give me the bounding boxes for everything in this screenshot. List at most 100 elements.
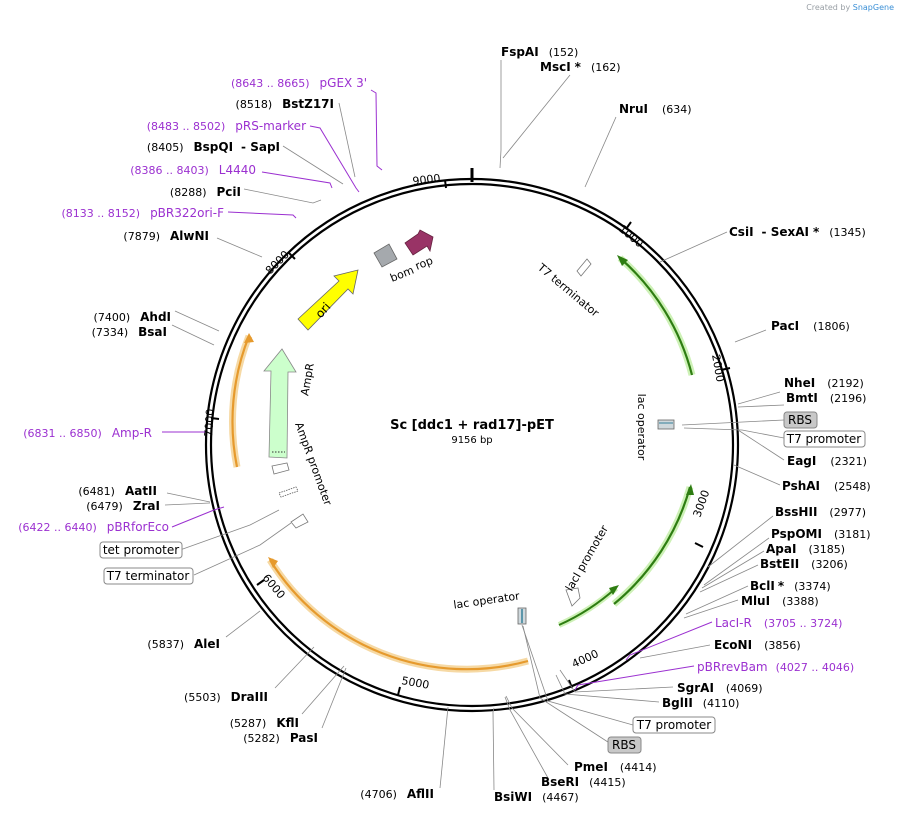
- site-csii-sexai: CsiI- SexAI*(1345): [729, 225, 866, 239]
- primer-pbrrevbam: pBRrevBam(4027 .. 4046): [697, 660, 854, 674]
- laci-promoter-arrow: [565, 587, 581, 607]
- tick-marks: [210, 179, 731, 696]
- leader-mlui: [683, 599, 739, 619]
- leader-bcli: [685, 585, 749, 615]
- site-paci: PacI(1806): [771, 319, 850, 333]
- orf-green-small-arrowhead: [609, 585, 619, 595]
- ampr-promoter-small-arrow: [290, 513, 309, 529]
- rop-arrow: [404, 229, 434, 256]
- leader-bsai: [171, 324, 215, 346]
- orf-orange-left: [231, 335, 251, 468]
- primer-pgex3: (8643 .. 8665)pGEX 3': [231, 76, 367, 90]
- orf-orange-bottom-arrowhead: [268, 557, 278, 568]
- orf-green-top: [619, 257, 694, 376]
- box-t7-promoter-top-label: T7 promoter: [786, 432, 862, 446]
- site-pasi: (5282)PasI: [243, 731, 318, 745]
- site-bspqi-sapi: (8405)BspQI- SapI: [147, 140, 280, 154]
- tick-5000: [397, 686, 401, 696]
- leader-pmei: [505, 695, 569, 766]
- site-labels-left: (4706)AflII (5282)PasI (5287)KflI (5503)…: [78, 97, 434, 801]
- site-aatii: (6481)AatII: [78, 484, 157, 498]
- site-pmei: PmeI(4414): [574, 760, 656, 774]
- site-kfli: (5287)KflI: [230, 716, 299, 730]
- leader-bstz17i: [338, 102, 356, 178]
- ampr-arrow: [263, 348, 297, 459]
- site-nrui: NruI(634): [619, 102, 692, 116]
- site-eagi: EagI(2321): [787, 454, 867, 468]
- ampr-label: AmpR: [298, 362, 317, 397]
- orf-orange-left-arrowhead: [244, 333, 254, 343]
- primer-line-pbr322ori: [227, 211, 297, 219]
- site-mlui: MluI(3388): [741, 594, 819, 608]
- tick-label-2000: 2000: [709, 353, 727, 383]
- tick-label-3000: 3000: [691, 488, 713, 519]
- site-bmti: BmtI(2196): [786, 391, 866, 405]
- lac-operator-right-label: lac operator: [635, 394, 648, 461]
- primer-ampr: (6831 .. 6850)Amp-R: [23, 426, 152, 440]
- leader-t7-promoter-bottom: [521, 624, 634, 726]
- leader-bseri: [504, 696, 549, 779]
- site-labels: FspAI(152) MscI*(162) NruI(634) CsiI- Se…: [494, 45, 871, 804]
- box-rbs-bottom: [607, 736, 642, 754]
- leader-pspomi: [703, 537, 770, 586]
- orf-orange-bottom: [269, 559, 529, 671]
- leader-pshai: [733, 464, 781, 486]
- site-nhei: NheI(2192): [784, 376, 864, 390]
- leader-tet-promoter: [179, 509, 280, 551]
- site-bsai: (7334)BsaI: [92, 325, 167, 339]
- site-leader-lines: [164, 60, 785, 791]
- primer-pbr322ori: (8133 .. 8152)pBR322ori-F: [62, 206, 225, 220]
- primer-lacir: LacI-R(3705 .. 3724): [715, 616, 842, 630]
- box-rbs-top: [783, 411, 818, 429]
- tick-1000: [625, 221, 632, 230]
- bom-box: [373, 243, 398, 268]
- tick-9000: [444, 179, 447, 189]
- box-tet-promoter: [99, 541, 183, 559]
- primer-l4440: (8386 .. 8403)L4440: [130, 163, 256, 177]
- primer-line-l4440: [261, 171, 333, 189]
- leader-alwni: [216, 237, 263, 258]
- tick-3000: [694, 542, 704, 548]
- site-zrai: (6479)ZraI: [86, 499, 160, 513]
- tick-label-4000: 4000: [570, 647, 601, 671]
- leader-kfli: [301, 665, 345, 715]
- leader-bglii: [555, 674, 660, 703]
- primer-line-pbrforeco: [171, 506, 225, 528]
- box-t7-terminator: [103, 567, 194, 585]
- leader-pasi: [321, 667, 347, 729]
- leader-bsshii: [707, 515, 774, 568]
- leader-bmti: [737, 404, 785, 408]
- t7-terminator-inner-arrow: [576, 258, 592, 277]
- leader-aatii: [166, 492, 211, 503]
- leader-fspai: [499, 60, 502, 169]
- t7-terminator-inner-label: T7 terminator: [534, 260, 601, 320]
- leader-zrai: [164, 502, 211, 506]
- site-alwni: (7879)AlwNI: [123, 229, 209, 243]
- tick-label-9000: 9000: [412, 172, 441, 188]
- site-bstz17i: (8518)BstZ17I: [236, 97, 334, 111]
- tick-7000: [210, 417, 220, 420]
- site-bsteii: BstEII(3206): [760, 557, 848, 571]
- site-sgrai: SgrAI(4069): [677, 681, 762, 695]
- tick-label-5000: 5000: [400, 674, 430, 692]
- plasmid-length: 9156 bp: [451, 435, 492, 446]
- bom-label: bom: [388, 264, 416, 285]
- leader-bspqi: [282, 145, 344, 185]
- backbone-inner: [209, 182, 735, 708]
- leader-bsteii: [699, 564, 759, 593]
- leader-alei: [225, 610, 261, 638]
- box-t7-promoter-bottom: [632, 716, 716, 734]
- orf-green-top-arrowhead: [617, 255, 628, 266]
- leader-csii: [659, 231, 728, 263]
- leader-econi: [639, 644, 711, 659]
- site-econi: EcoNI(3856): [714, 638, 801, 652]
- promoter-hatched-box: [278, 486, 299, 498]
- leader-pcii: [243, 188, 322, 204]
- orf-green-right-arrowhead: [686, 484, 694, 495]
- ori-arrow: [297, 269, 359, 331]
- tick-label-7000: 7000: [202, 408, 217, 437]
- leader-msci: [502, 74, 571, 159]
- leader-t7-promoter-top: [683, 427, 785, 439]
- boxed-labels: RBS T7 promoter tet promoter T7 terminat…: [99, 411, 866, 754]
